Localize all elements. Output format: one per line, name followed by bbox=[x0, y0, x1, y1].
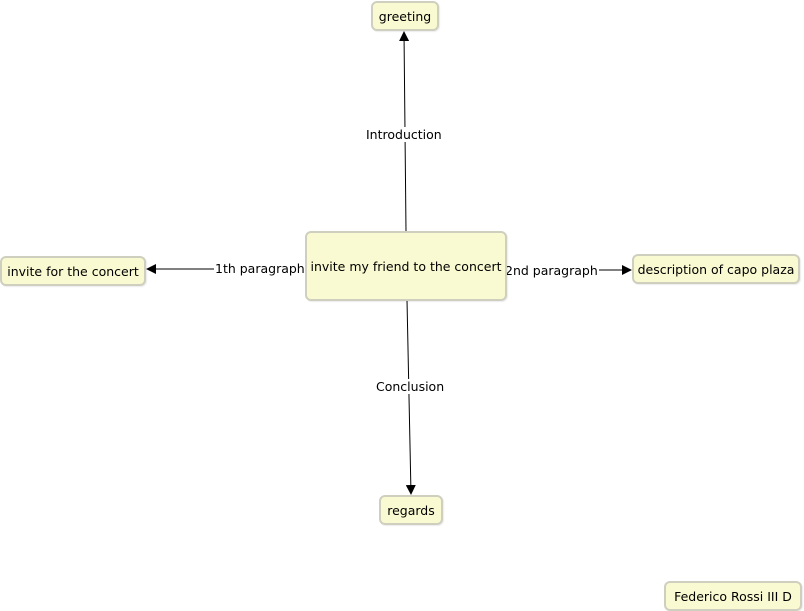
link-label-first-paragraph: 1th paragraph bbox=[214, 261, 306, 276]
link-label-conclusion: Conclusion bbox=[375, 379, 446, 394]
concept-node-greeting[interactable]: greeting bbox=[371, 1, 439, 31]
concept-node-invite[interactable]: invite for the concert bbox=[0, 256, 146, 286]
link-line-conclusion bbox=[405, 299, 416, 495]
concept-node-regards[interactable]: regards bbox=[379, 495, 443, 525]
author-label: Federico Rossi III D bbox=[664, 581, 802, 611]
concept-node-center[interactable]: invite my friend to the concert bbox=[305, 231, 507, 301]
link-label-introduction: Introduction bbox=[365, 127, 443, 142]
concept-node-description[interactable]: description of capo plaza bbox=[632, 254, 800, 284]
link-label-second-paragraph: 2nd paragraph bbox=[504, 263, 599, 278]
